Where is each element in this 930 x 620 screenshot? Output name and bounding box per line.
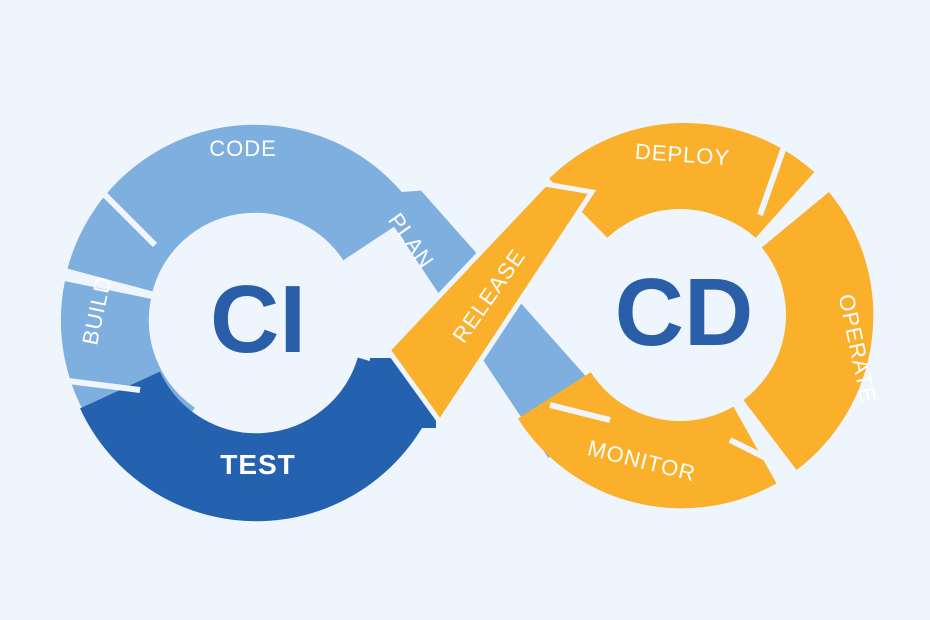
cd-title: CD [615, 259, 754, 366]
monitor-segment [517, 370, 777, 509]
code-segment [67, 124, 417, 293]
release-segment [384, 181, 597, 427]
test-label: TEST [220, 449, 296, 480]
operate-segment [742, 192, 874, 471]
deploy-segment [549, 122, 815, 243]
code-label: CODE [209, 136, 277, 161]
ci-title: CI [210, 266, 306, 373]
